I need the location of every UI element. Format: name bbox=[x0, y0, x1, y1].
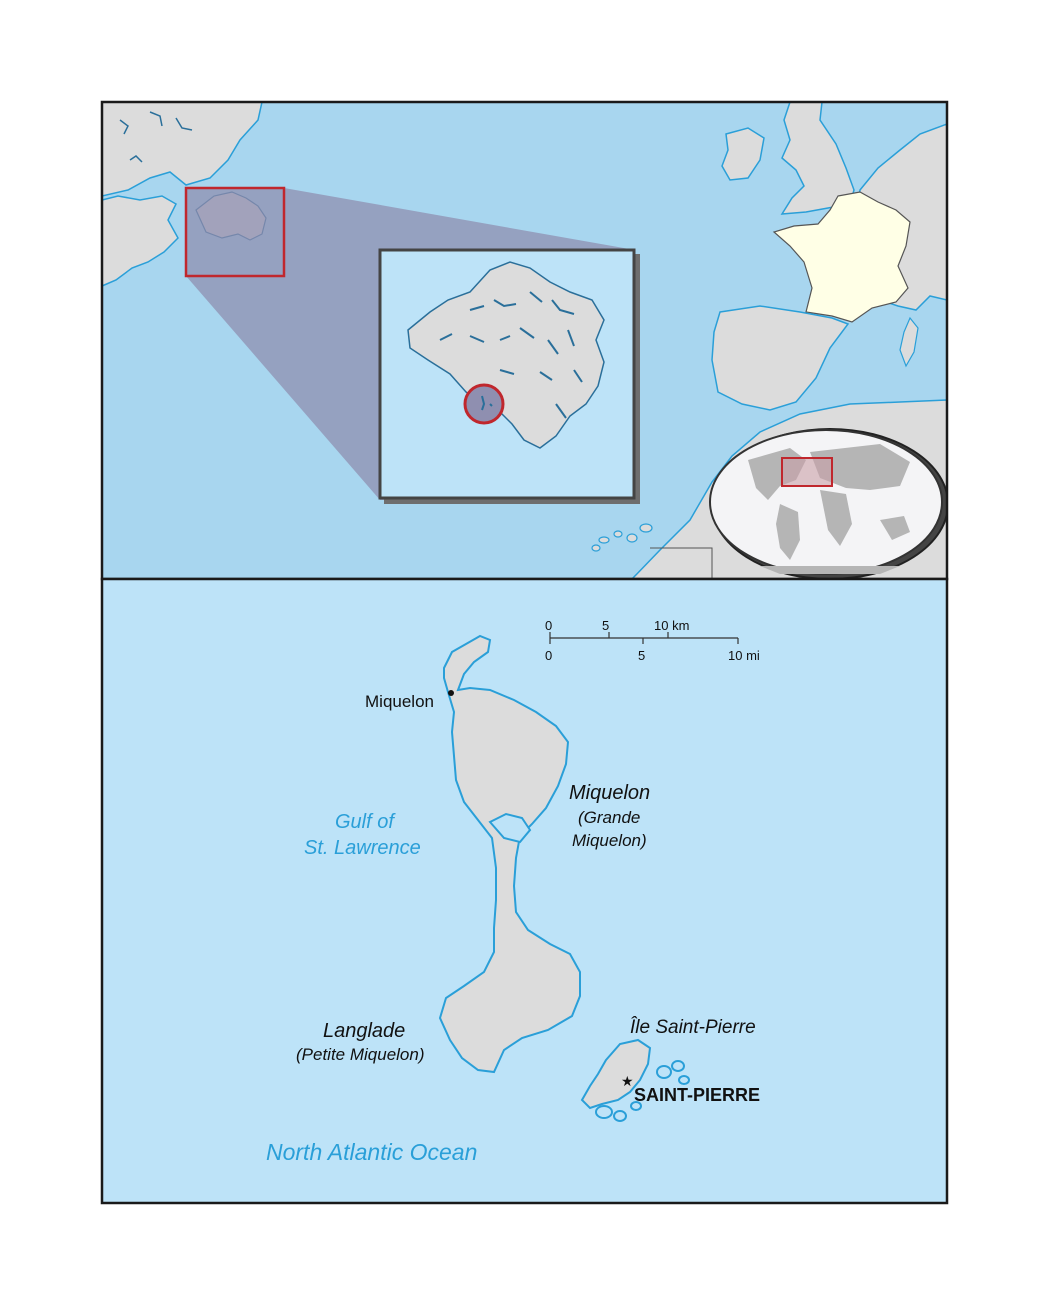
label-miquelon-sub1: (Grande bbox=[578, 808, 640, 827]
label-miquelon-town: Miquelon bbox=[365, 692, 434, 711]
nova-scotia-land bbox=[102, 195, 179, 287]
scale-bar bbox=[549, 632, 739, 644]
grand-barachois-lagoon bbox=[488, 812, 532, 844]
spm-mini-islands bbox=[481, 395, 493, 411]
scale-km-0: 0 bbox=[545, 618, 552, 633]
label-saint-pierre-capital: SAINT-PIERRE bbox=[634, 1085, 760, 1105]
main-ocean bbox=[102, 579, 947, 1203]
label-ocean: North Atlantic Ocean bbox=[266, 1139, 477, 1165]
na-lakes bbox=[119, 111, 193, 163]
label-miquelon-sub2: Miquelon) bbox=[572, 831, 647, 850]
locator-panel bbox=[100, 100, 949, 581]
north-america-land bbox=[102, 102, 263, 197]
canary-islands bbox=[591, 523, 653, 552]
label-gulf-line2: St. Lawrence bbox=[304, 837, 421, 859]
capital-star: ★ bbox=[621, 1073, 634, 1089]
label-ile-saint-pierre: Île Saint-Pierre bbox=[630, 1016, 756, 1038]
scale-mi-10: 10 mi bbox=[728, 648, 760, 663]
scale-mi-5: 5 bbox=[638, 648, 645, 663]
france-highlight bbox=[772, 191, 911, 323]
main-map-panel: 0 5 10 km 0 5 10 mi Miquelon Miquelon (G… bbox=[100, 577, 949, 1205]
africa-border bbox=[650, 547, 713, 579]
ile-saint-pierre-island bbox=[580, 1038, 652, 1110]
scale-km-10: 10 km bbox=[654, 618, 689, 633]
scale-mi-0: 0 bbox=[545, 648, 552, 663]
label-langlade: Langlade bbox=[323, 1020, 405, 1042]
great-britain-land bbox=[780, 102, 855, 215]
saint-pierre-islets bbox=[595, 1060, 690, 1122]
miquelon-langlade-island bbox=[438, 634, 581, 1074]
ireland-land bbox=[721, 127, 765, 181]
main-border bbox=[100, 577, 949, 1205]
label-langlade-sub: (Petite Miquelon) bbox=[296, 1045, 425, 1064]
scale-km-5: 5 bbox=[602, 618, 609, 633]
iberia-land bbox=[711, 305, 850, 411]
newfoundland-lakes bbox=[439, 291, 583, 419]
corsica-sardinia bbox=[899, 316, 919, 368]
locator-square bbox=[184, 186, 286, 278]
label-gulf-line1: Gulf of bbox=[335, 811, 396, 833]
miquelon-town-dot bbox=[448, 690, 454, 696]
label-miquelon-island: Miquelon bbox=[569, 782, 650, 804]
globe-locator-rect bbox=[781, 457, 833, 487]
